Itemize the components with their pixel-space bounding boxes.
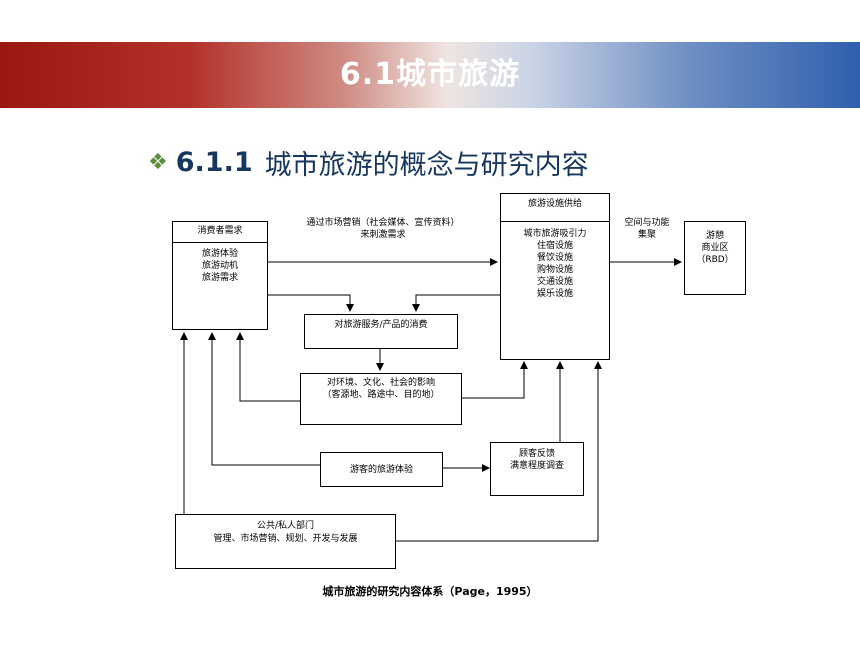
section-title: 城市旅游的概念与研究内容 <box>264 149 589 181</box>
facilities-supply-title: 旅游设施供给 <box>501 194 609 222</box>
rbd-line: （RBD） <box>696 255 734 265</box>
arrow-demand-to-consumption <box>268 294 354 312</box>
diamond-bullet-icon: ❖ <box>148 149 168 175</box>
consumer-demand-line: 旅游需求 <box>201 273 238 283</box>
facilities-supply-line: 餐饮设施 <box>536 253 573 263</box>
consumer-demand-box: 消费者需求 旅游体验 旅游动机 旅游需求 <box>172 221 268 330</box>
figure-caption: 城市旅游的研究内容体系（Page，1995） <box>322 585 538 598</box>
sector-line: 管理、市场营销、规划、开发与发展 <box>213 534 358 544</box>
section-heading: ❖ 6.1.1 城市旅游的概念与研究内容 <box>148 138 589 186</box>
tourist-experience-box: 游客的旅游体验 <box>320 452 443 487</box>
feedback-box: 顾客反馈 满意程度调查 <box>490 442 584 496</box>
facilities-supply-line: 交通设施 <box>536 277 573 287</box>
consumption-box: 对旅游服务/产品的消费 <box>304 314 458 349</box>
title-banner <box>0 42 860 108</box>
consumer-demand-title: 消费者需求 <box>173 222 267 243</box>
feedback-line: 顾客反馈 <box>518 449 555 459</box>
slide-title: 6.1城市旅游 <box>339 57 521 92</box>
facilities-supply-line: 住宿设施 <box>536 241 573 251</box>
tourist-experience-text: 游客的旅游体验 <box>349 464 413 475</box>
consumer-demand-line: 旅游体验 <box>201 249 238 259</box>
facilities-supply-line: 购物设施 <box>536 265 573 275</box>
section-number: 6.1.1 <box>175 146 253 178</box>
facilities-supply-line: 城市旅游吸引力 <box>523 229 587 239</box>
arrow-sector-to-supply <box>396 361 602 542</box>
rbd-box: 游憩 商业区 （RBD） <box>684 221 746 295</box>
arrow-impact-to-supply <box>462 361 528 399</box>
rbd-line: 商业区 <box>701 243 729 253</box>
facilities-supply-line: 娱乐设施 <box>536 289 573 299</box>
facilities-supply-box: 旅游设施供给 城市旅游吸引力 住宿设施 餐饮设施 购物设施 交通设施 娱乐设施 <box>500 193 610 360</box>
consumption-text: 对旅游服务/产品的消费 <box>334 320 428 330</box>
consumer-demand-line: 旅游动机 <box>201 261 238 271</box>
rbd-line: 游憩 <box>705 231 724 241</box>
spatial-label-line: 空间与功能 <box>624 218 670 228</box>
arrow-supply-to-consumption <box>412 294 500 312</box>
sector-box: 公共/私人部门 管理、市场营销、规划、开发与发展 <box>175 514 396 569</box>
marketing-label-line: 通过市场营销（社会媒体、宣传资料） <box>306 218 460 228</box>
sector-line: 公共/私人部门 <box>256 521 315 531</box>
feedback-line: 满意程度调查 <box>509 461 564 471</box>
marketing-label-line: 来刺激需求 <box>360 230 406 240</box>
impact-box: 对环境、文化、社会的影响 （客源地、路途中、目的地） <box>300 373 462 425</box>
impact-line: 对环境、文化、社会的影响 <box>326 378 435 388</box>
arrow-experience-to-demand <box>208 332 320 466</box>
impact-line: （客源地、路途中、目的地） <box>322 390 440 400</box>
arrow-impact-to-demand <box>236 332 300 402</box>
spatial-label-line: 集聚 <box>637 230 656 240</box>
